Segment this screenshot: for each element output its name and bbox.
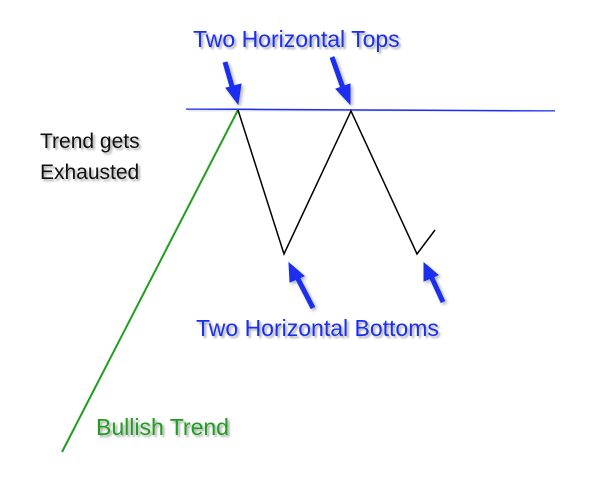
resistance-line bbox=[185, 108, 556, 112]
arrow-top-2-icon bbox=[329, 56, 351, 106]
arrow-bottom-1-icon bbox=[288, 261, 316, 310]
price-zigzag bbox=[237, 109, 436, 257]
bottoms-label: Two Horizontal Bottoms bbox=[196, 315, 439, 341]
tops-label: Two Horizontal Tops bbox=[193, 26, 400, 52]
arrow-top-1-icon bbox=[222, 61, 242, 106]
bullish-trend-line bbox=[61, 109, 239, 453]
arrow-bottom-2-icon bbox=[423, 261, 446, 304]
exhausted-label-line1: Trend gets bbox=[40, 130, 140, 153]
exhausted-label-line2: Exhausted bbox=[40, 161, 140, 184]
bullish-trend-label: Bullish Trend bbox=[96, 414, 229, 440]
